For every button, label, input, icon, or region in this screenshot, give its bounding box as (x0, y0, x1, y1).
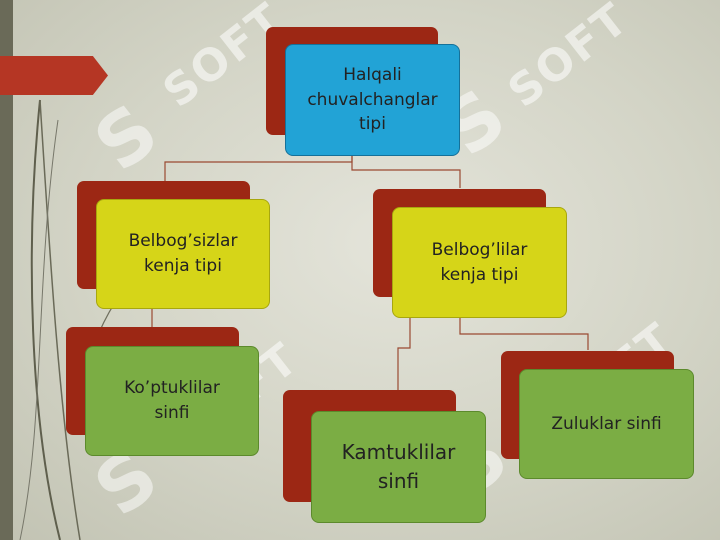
class3-node: Zuluklar sinfi (519, 369, 694, 479)
connector-right-class3 (459, 318, 589, 350)
class1-node-label: Ko’ptuklilar sinfi (124, 378, 220, 423)
left-sub-node: Belbog’sizlar kenja tipi (96, 199, 270, 309)
class2-node: Kamtuklilar sinfi (311, 411, 486, 523)
left-sub-node-label: Belbog’sizlar kenja tipi (128, 231, 238, 276)
root-node: Halqali chuvalchanglar tipi (285, 44, 460, 156)
class3-node-label: Zuluklar sinfi (551, 413, 662, 434)
right-sub-node: Belbog’lilar kenja tipi (392, 207, 567, 318)
connector-root-right (351, 155, 461, 188)
class2-node-label: Kamtuklilar sinfi (341, 440, 456, 493)
arrow-tab (0, 56, 108, 95)
root-node-label: Halqali chuvalchanglar tipi (307, 65, 438, 135)
right-sub-node-label: Belbog’lilar kenja tipi (431, 239, 528, 285)
left-accent-bar (0, 0, 13, 540)
class1-node: Ko’ptuklilar sinfi (85, 346, 259, 456)
connector-right-class2 (397, 318, 411, 390)
